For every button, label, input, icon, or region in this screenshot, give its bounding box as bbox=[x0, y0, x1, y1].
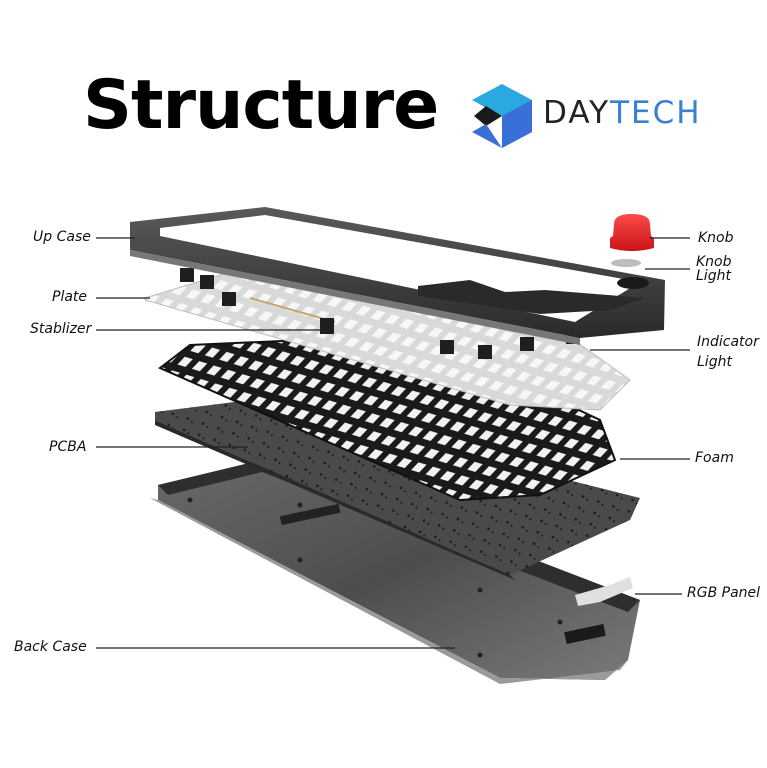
knob-part bbox=[610, 214, 654, 251]
up-case-part bbox=[130, 207, 665, 345]
label-stablizer: Stablizer bbox=[30, 321, 92, 337]
brand-tech: TECH bbox=[610, 95, 702, 131]
switches bbox=[180, 268, 580, 359]
leader-lines bbox=[96, 237, 690, 649]
label-up-case: Up Case bbox=[33, 229, 91, 245]
label-knob-light-line1: Knob bbox=[696, 254, 732, 270]
brand-name: DAYTECH bbox=[543, 93, 702, 133]
label-plate: Plate bbox=[52, 289, 88, 305]
brand-day: DAY bbox=[543, 95, 611, 131]
label-indicator-light-line2: Light bbox=[697, 354, 732, 370]
label-foam: Foam bbox=[695, 450, 734, 466]
label-knob: Knob bbox=[698, 230, 734, 246]
label-indicator-light-line1: Indicator bbox=[697, 334, 759, 350]
label-rgb-panel: RGB Panel bbox=[687, 585, 761, 601]
page-title: Structure bbox=[83, 66, 439, 145]
pcba-part bbox=[155, 400, 640, 580]
knob-light-ring bbox=[611, 259, 641, 267]
daytech-logo-icon bbox=[472, 84, 532, 148]
label-back-case: Back Case bbox=[14, 639, 87, 655]
label-pcba: PCBA bbox=[49, 439, 87, 455]
back-case-part bbox=[150, 458, 640, 684]
label-knob-light-line2: Light bbox=[696, 268, 731, 284]
